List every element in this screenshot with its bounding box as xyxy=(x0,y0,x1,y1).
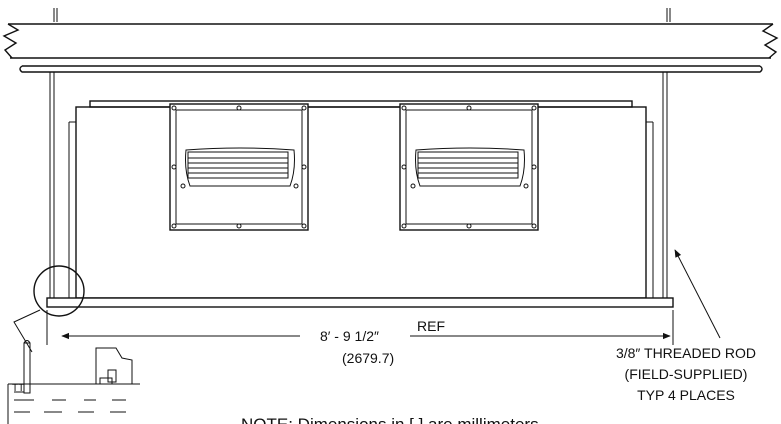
callout-line2: (FIELD-SUPPLIED) xyxy=(625,366,748,382)
detail-label: TT xyxy=(12,383,24,394)
callout-line1: 3/8″ THREADED ROD xyxy=(616,345,756,361)
detail-callout xyxy=(13,265,85,353)
threaded-rod-callout: 3/8″ THREADED ROD (FIELD-SUPPLIED) TYP 4… xyxy=(616,249,756,403)
dimension-imperial: 8′ - 9 1/2″ xyxy=(320,328,379,344)
dimension-line: 8′ - 9 1/2″ (2679.7) REF xyxy=(46,310,674,366)
right-fan-opening xyxy=(399,103,539,231)
corner-detail: TT xyxy=(7,340,140,424)
callout-line3: TYP 4 PLACES xyxy=(637,387,735,403)
unit-housing xyxy=(46,100,674,308)
left-fan-opening xyxy=(169,103,309,231)
overhead-beam xyxy=(2,8,779,73)
threaded-rods xyxy=(49,71,668,301)
dimension-ref: REF xyxy=(417,318,445,334)
dimension-note: NOTE: Dimensions in [ ] are millimeters. xyxy=(241,415,543,424)
dimension-metric: (2679.7) xyxy=(342,350,394,366)
